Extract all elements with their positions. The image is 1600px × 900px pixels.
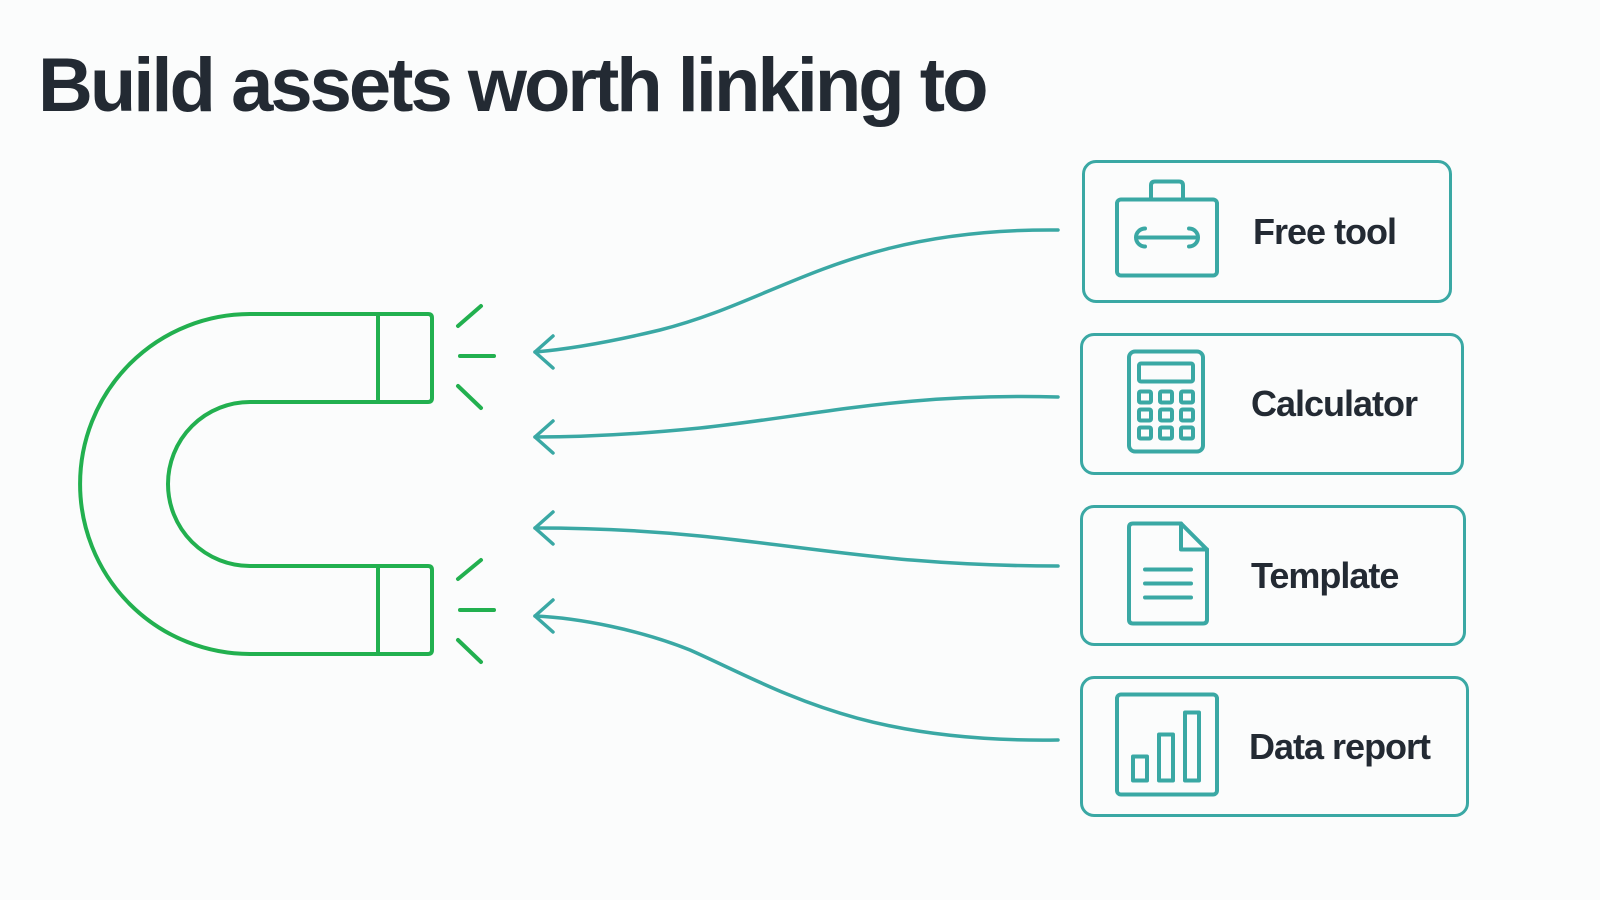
calculator-icon <box>1127 349 1205 459</box>
arrow-calculator <box>533 394 1060 455</box>
arrow-template <box>533 510 1060 568</box>
asset-label-calculator: Calculator <box>1251 383 1418 424</box>
asset-card-calculator: Calculator <box>1080 333 1464 475</box>
magnet-spark-lines <box>456 304 496 664</box>
asset-card-data-report: Data report <box>1080 676 1469 817</box>
arrow-free-tool <box>533 228 1060 370</box>
asset-label-data-report: Data report <box>1249 725 1431 767</box>
asset-card-free-tool: Free tool <box>1082 160 1452 303</box>
asset-label-free-tool: Free tool <box>1253 210 1397 252</box>
asset-card-template: Template <box>1080 505 1466 646</box>
bar-chart-icon <box>1115 692 1219 801</box>
page-title: Build assets worth linking to <box>38 43 989 128</box>
asset-label-template: Template <box>1251 554 1399 596</box>
document-icon <box>1127 521 1209 630</box>
toolbox-icon <box>1115 179 1219 284</box>
magnet-icon <box>78 312 434 656</box>
arrow-data-report <box>533 598 1060 742</box>
